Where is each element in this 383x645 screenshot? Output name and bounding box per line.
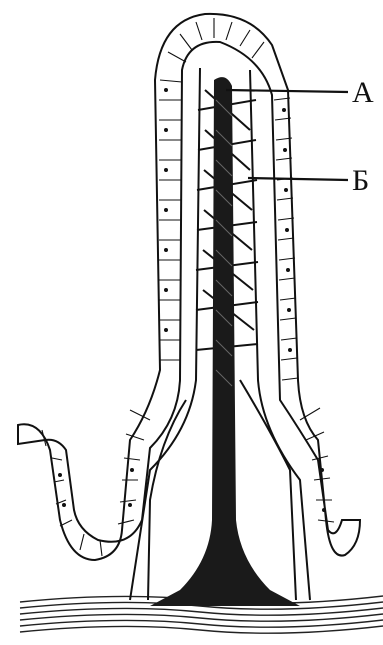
label-a: А bbox=[352, 78, 374, 108]
pointer-line-b bbox=[248, 178, 348, 180]
epithelium bbox=[18, 14, 360, 560]
pointer-line-a bbox=[226, 90, 348, 92]
label-b: Б bbox=[352, 166, 369, 196]
